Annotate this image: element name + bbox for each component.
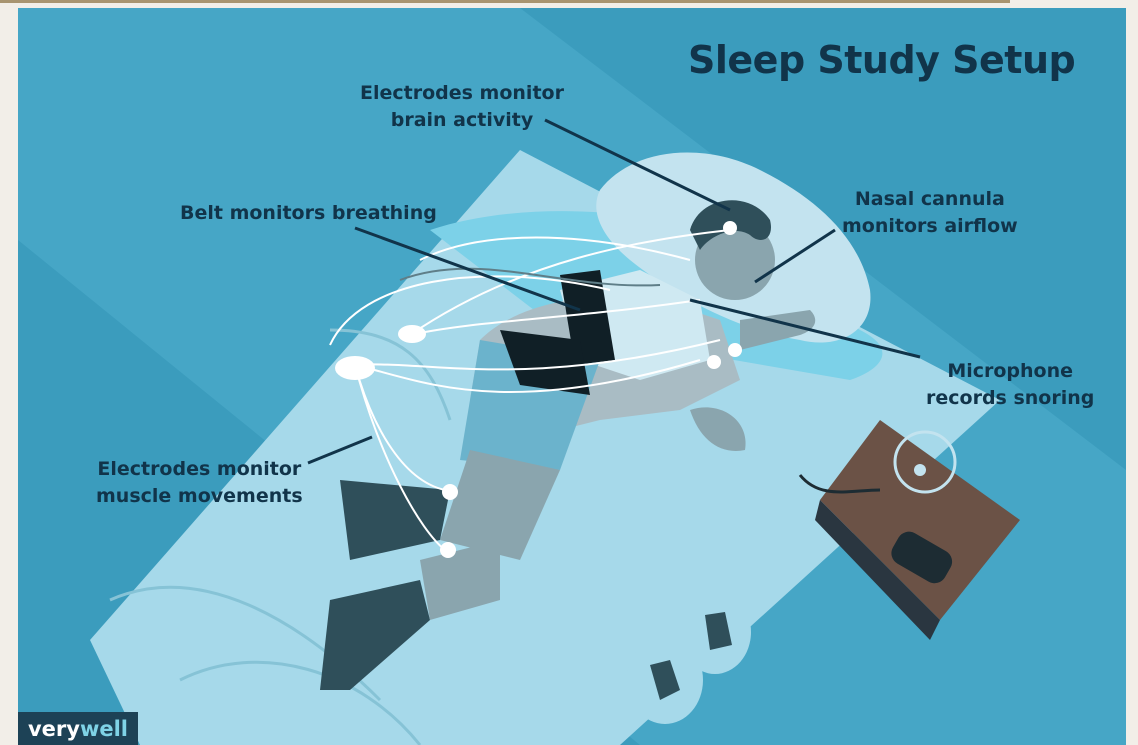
label-line: Nasal cannula (842, 186, 1018, 213)
label-breathing-belt: Belt monitors breathing (180, 200, 437, 227)
arm-electrode (728, 343, 742, 357)
logo-part2: well (80, 717, 128, 741)
label-brain-electrodes: Electrodes monitor brain activity (360, 80, 564, 134)
electrode-pad (335, 356, 375, 380)
label-line: Microphone (926, 358, 1094, 385)
diagram-title: Sleep Study Setup (688, 38, 1075, 82)
label-line: Electrodes monitor (360, 80, 564, 107)
label-line: Belt monitors breathing (180, 200, 437, 227)
microphone-center (914, 464, 926, 476)
label-line: records snoring (926, 385, 1094, 412)
label-line: brain activity (360, 107, 564, 134)
scalp-electrode (723, 221, 737, 235)
label-nasal-cannula: Nasal cannula monitors airflow (842, 186, 1018, 240)
label-microphone: Microphone records snoring (926, 358, 1094, 412)
leg-electrode (442, 484, 458, 500)
label-line: Electrodes monitor (96, 456, 303, 483)
label-line: monitors airflow (842, 213, 1018, 240)
label-muscle-electrodes: Electrodes monitor muscle movements (96, 456, 303, 510)
leg-electrode (440, 542, 456, 558)
logo-part1: very (28, 717, 80, 741)
label-line: muscle movements (96, 483, 303, 510)
electrode-pad (398, 325, 426, 343)
top-border (0, 0, 1010, 3)
arm-electrode (707, 355, 721, 369)
